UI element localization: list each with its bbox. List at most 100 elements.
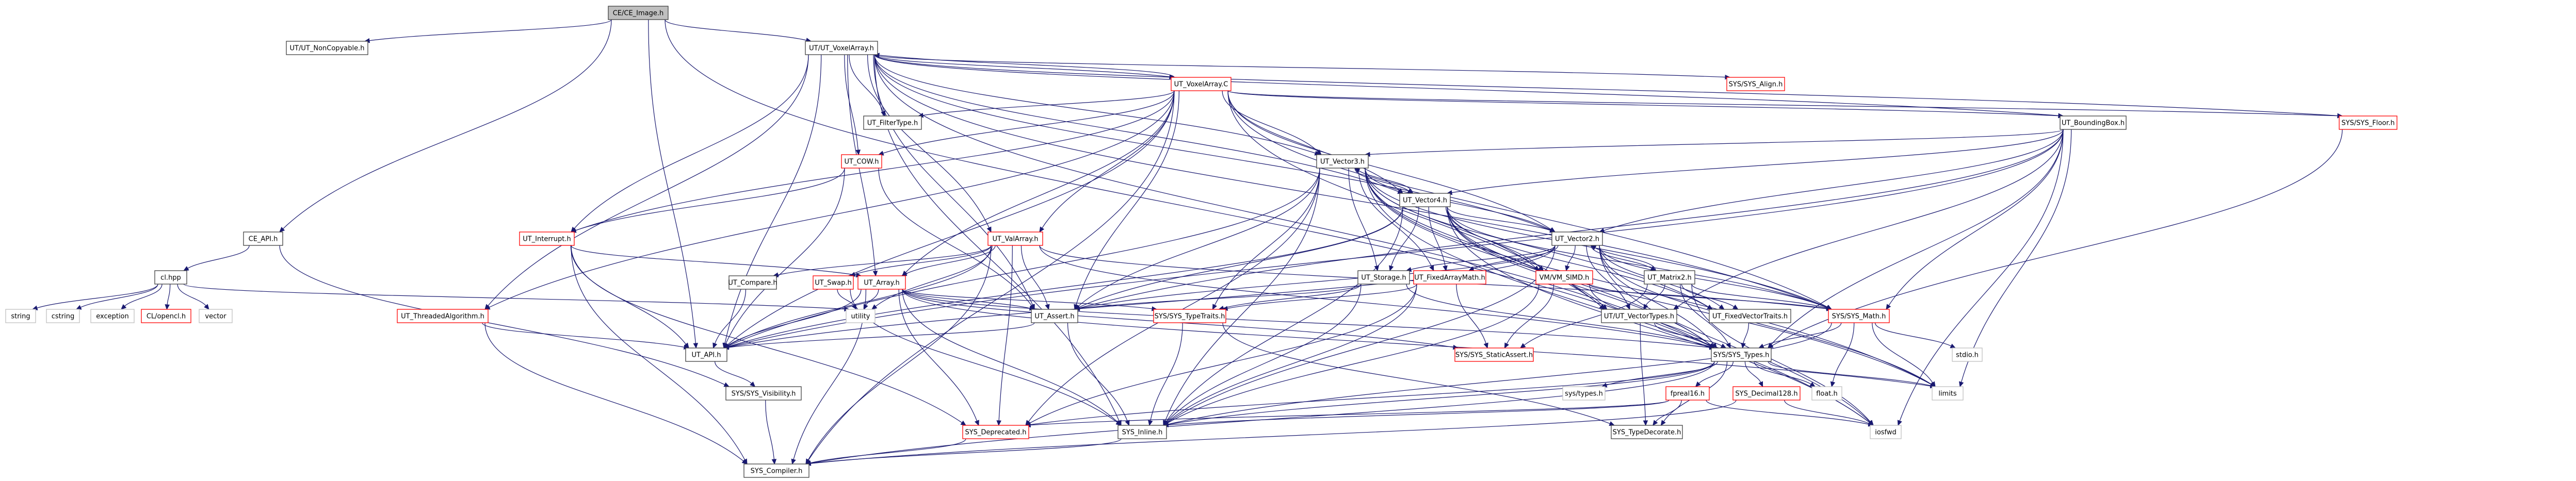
node-vector2[interactable]: UT_Vector2.h	[1551, 231, 1603, 246]
arrowhead-icon	[974, 420, 979, 426]
node-label: SYS_Decimal128.h	[1735, 390, 1797, 398]
node-box	[46, 309, 80, 323]
node-compare[interactable]: UT_Compare.h	[728, 275, 777, 290]
node-box	[728, 275, 777, 290]
node-label: UT_Assert.h	[1034, 313, 1074, 321]
arrowhead-icon	[771, 459, 777, 465]
node-fixedvectortraits[interactable]: UT_FixedVectorTraits.h	[1709, 309, 1791, 323]
node-sys-floor[interactable]: SYS/SYS_Floor.h	[2339, 115, 2397, 130]
edge-threaded-to-compiler	[484, 322, 748, 465]
node-utility[interactable]: utility	[846, 309, 876, 323]
edge-matrix2-to-fixedvectortraits	[1681, 284, 1739, 310]
node-label: SYS/SYS_StaticAssert.h	[1455, 352, 1533, 359]
arrowhead-icon	[1732, 304, 1739, 310]
node-stdio[interactable]: stdio.h	[1952, 347, 1983, 362]
node-assert[interactable]: UT_Assert.h	[1031, 309, 1078, 323]
edge-boundingbox-to-vector4	[1446, 129, 2064, 195]
node-label: iosfwd	[1875, 429, 1897, 437]
edge-visibility-to-compiler	[765, 400, 777, 465]
arrowhead-icon	[1538, 265, 1544, 271]
edge-sys_math-to-floath	[1830, 322, 1855, 388]
node-inline[interactable]: SYS_Inline.h	[1117, 425, 1167, 439]
edge-matrix2-to-staticassert	[1520, 284, 1648, 349]
node-ce-api[interactable]: CE_API.h	[243, 231, 283, 246]
node-typedecorate[interactable]: SYS_TypeDecorate.h	[1611, 425, 1683, 439]
node-opencl[interactable]: CL/opencl.h	[141, 309, 191, 323]
node-systypes[interactable]: sys/types.h	[1562, 386, 1606, 401]
node-array[interactable]: UT_Array.h	[857, 275, 906, 290]
node-iosfwd[interactable]: iosfwd	[1870, 425, 1902, 439]
edge-decimal128-to-compiler	[805, 400, 1737, 466]
node-interrupt[interactable]: UT_Interrupt.h	[519, 231, 575, 246]
node-compiler[interactable]: SYS_Compiler.h	[743, 463, 809, 478]
arrowhead-icon	[1407, 188, 1414, 194]
node-box	[141, 309, 191, 323]
node-vector4[interactable]: UT_Vector4.h	[1399, 193, 1451, 207]
node-vector3[interactable]: UT_Vector3.h	[1316, 154, 1369, 169]
node-box	[1644, 270, 1695, 285]
node-clhpp[interactable]: cl.hpp	[154, 270, 187, 285]
edge-boundingbox-to-iosfwd	[1897, 129, 2064, 426]
edge-voxelarray_h-to-sys_align	[874, 54, 1731, 80]
edge-vector2-to-vm_simd	[1565, 245, 1576, 272]
edge-vector4-to-fixedarraymath	[1428, 206, 1448, 272]
node-typetraits[interactable]: SYS/SYS_TypeTraits.h	[1153, 309, 1226, 323]
node-vectortypes[interactable]: UT/UT_VectorTypes.h	[1601, 309, 1677, 323]
node-limits[interactable]: limits	[1932, 386, 1964, 401]
node-storage[interactable]: UT_Storage.h	[1357, 270, 1410, 285]
node-noncopyable[interactable]: UT/UT_NonCopyable.h	[286, 41, 368, 55]
node-valarray[interactable]: UT_ValArray.h	[987, 231, 1043, 246]
arrowhead-icon	[1389, 265, 1394, 272]
node-box	[5, 309, 36, 323]
node-vm-simd[interactable]: VM/VM_SIMD.h	[1535, 270, 1593, 285]
node-floath[interactable]: float.h	[1811, 386, 1842, 401]
node-sys-align[interactable]: SYS/SYS_Align.h	[1726, 77, 1785, 91]
arrowhead-icon	[855, 150, 861, 156]
node-label: SYS/SYS_TypeTraits.h	[1155, 313, 1225, 321]
node-deprecated[interactable]: SYS_Deprecated.h	[962, 425, 1029, 439]
arrowhead-icon	[121, 304, 127, 310]
node-ce-image[interactable]: CE/CE_Image.h	[608, 6, 669, 20]
node-boundingbox[interactable]: UT_BoundingBox.h	[2060, 115, 2127, 130]
edge-sys_types-to-limits	[1768, 361, 1936, 388]
node-vector[interactable]: vector	[199, 309, 233, 323]
node-ut-api[interactable]: UT_API.h	[685, 347, 727, 362]
edge-voxelarray_h-to-voxelarray_c	[874, 54, 1175, 79]
node-fpreal16[interactable]: fpreal16.h	[1665, 386, 1710, 401]
arrowhead-icon	[183, 266, 189, 271]
node-filtertype[interactable]: UT_FilterType.h	[863, 115, 922, 130]
node-label: UT_VoxelArray.C	[1174, 81, 1228, 89]
node-sys-math[interactable]: SYS/SYS_Math.h	[1828, 309, 1890, 323]
node-decimal128[interactable]: SYS_Decimal128.h	[1732, 386, 1801, 401]
node-label: UT_Storage.h	[1361, 274, 1406, 282]
node-cstring[interactable]: cstring	[46, 309, 80, 323]
edge-ce_api-to-clhpp	[183, 245, 250, 271]
node-swap[interactable]: UT_Swap.h	[813, 275, 854, 290]
node-staticassert[interactable]: SYS/SYS_StaticAssert.h	[1454, 347, 1534, 362]
node-box	[1171, 77, 1232, 91]
node-string[interactable]: string	[5, 309, 36, 323]
node-cow[interactable]: UT_COW.h	[841, 154, 882, 169]
node-matrix2[interactable]: UT_Matrix2.h	[1644, 270, 1695, 285]
edge-voxelarray_c-to-sys_math	[1227, 90, 1833, 310]
node-box	[397, 309, 489, 323]
edge-boundingbox-to-limits	[1959, 129, 2072, 388]
node-box	[987, 231, 1043, 246]
arrowhead-icon	[1565, 265, 1570, 272]
node-label: UT_Vector2.h	[1555, 236, 1599, 243]
edge-vm_simd-to-staticassert	[1504, 284, 1554, 349]
node-visibility[interactable]: SYS/SYS_Visibility.h	[725, 386, 802, 401]
node-sys-types[interactable]: SYS/SYS_Types.h	[1711, 347, 1772, 362]
node-voxelarray-h[interactable]: UT/UT_VoxelArray.h	[805, 41, 878, 55]
node-exception[interactable]: exception	[90, 309, 135, 323]
node-fixedarraymath[interactable]: UT_FixedArrayMath.h	[1413, 270, 1486, 285]
node-box	[154, 270, 187, 285]
node-threaded[interactable]: UT_ThreadedAlgorithm.h	[397, 309, 489, 323]
arrowhead-icon	[791, 458, 796, 465]
node-box	[1611, 425, 1683, 439]
edge-voxelarray_h-to-ut_api	[722, 54, 822, 349]
edge-voxelarray_c-to-filtertype	[917, 90, 1175, 118]
arrowhead-icon	[1758, 381, 1763, 388]
node-voxelarray-c[interactable]: UT_VoxelArray.C	[1171, 77, 1232, 91]
node-box	[1535, 270, 1593, 285]
